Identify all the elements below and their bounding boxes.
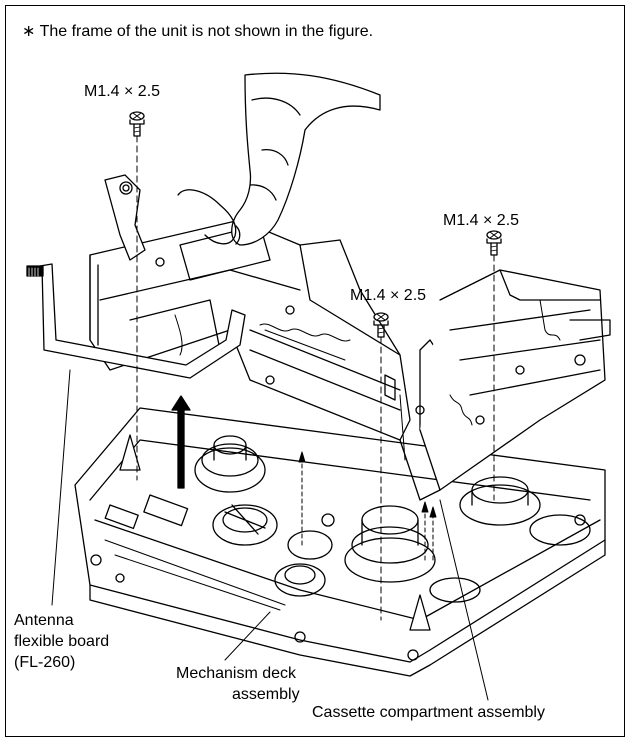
- deck-gears: [119, 434, 591, 631]
- mechanism-callout-line-2: assembly: [232, 686, 300, 703]
- hand-illustration: [177, 72, 381, 246]
- antenna-board-callout: Antenna flexible board (FL-260): [14, 610, 109, 673]
- lift-arrow: [171, 395, 191, 489]
- antenna-callout-line-3: (FL-260): [14, 654, 76, 671]
- antenna-callout-line-2: flexible board: [14, 633, 110, 650]
- cassette-compartment-callout: Cassette compartment assembly: [312, 704, 545, 721]
- screw-3: [373, 312, 389, 621]
- leader-lines: [51, 369, 489, 701]
- screw-2: [486, 230, 502, 501]
- guide-arrows: [298, 451, 437, 561]
- antenna-flexible-board: [26, 263, 246, 379]
- screw-label-1: M1.4 × 2.5: [84, 83, 161, 100]
- cassette-compartment: [89, 174, 611, 501]
- mechanism-deck-callout: Mechanism deck assembly: [176, 663, 300, 705]
- mechanism-callout-line-1: Mechanism deck: [176, 665, 297, 682]
- antenna-callout-line-1: Antenna: [14, 612, 74, 629]
- figure-note: ∗ The frame of the unit is not shown in …: [22, 23, 374, 40]
- mechanism-deck: [74, 407, 606, 677]
- screw-label-2: M1.4 × 2.5: [443, 212, 520, 229]
- screw-1: [129, 111, 145, 481]
- screw-label-3: M1.4 × 2.5: [350, 287, 427, 304]
